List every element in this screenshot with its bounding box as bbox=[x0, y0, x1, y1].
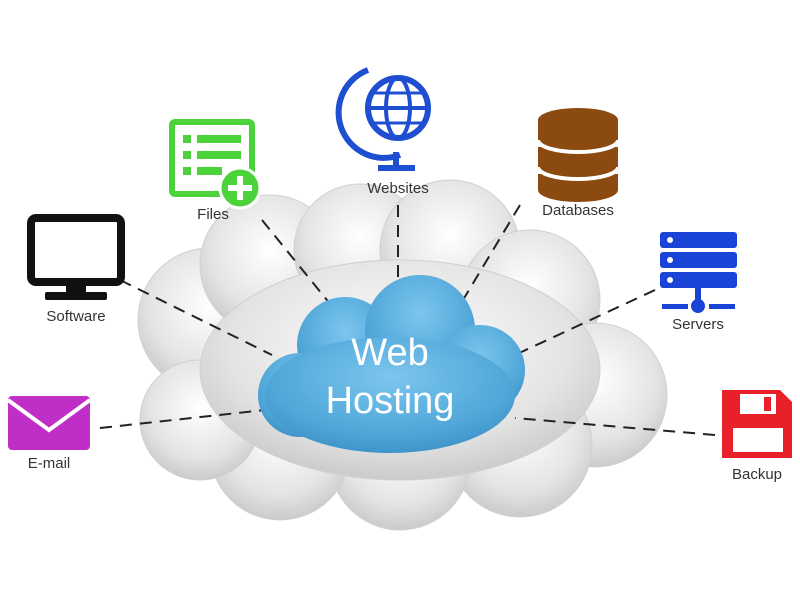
connector-software bbox=[119, 279, 273, 356]
floppy-disk-icon bbox=[722, 390, 792, 458]
database-icon bbox=[536, 108, 620, 202]
node-databases: Databases bbox=[536, 108, 620, 219]
connector-lines bbox=[99, 204, 716, 436]
node-websites: Websites bbox=[335, 67, 431, 197]
web-hosting-cloud bbox=[258, 275, 525, 453]
envelope-icon bbox=[6, 396, 92, 450]
monitor-icon bbox=[27, 214, 125, 300]
label-email: E-mail bbox=[28, 455, 71, 472]
globe-icon bbox=[335, 67, 431, 171]
connector-backup bbox=[514, 417, 716, 436]
label-files: Files bbox=[197, 206, 229, 223]
center-title-line1: Web bbox=[351, 332, 428, 374]
label-databases: Databases bbox=[542, 202, 614, 219]
node-email: E-mail bbox=[6, 396, 92, 472]
node-files: Files bbox=[169, 119, 262, 223]
label-software: Software bbox=[46, 308, 105, 325]
server-rack-icon bbox=[660, 232, 737, 313]
label-servers: Servers bbox=[672, 316, 724, 333]
node-backup: Backup bbox=[722, 390, 792, 483]
center-title-line2: Hosting bbox=[326, 380, 455, 422]
connector-email bbox=[99, 409, 266, 429]
node-software: Software bbox=[27, 214, 125, 325]
label-websites: Websites bbox=[367, 180, 428, 197]
node-servers: Servers bbox=[660, 232, 737, 333]
connector-servers bbox=[514, 289, 656, 356]
file-list-add-icon bbox=[169, 119, 262, 210]
label-backup: Backup bbox=[732, 466, 782, 483]
